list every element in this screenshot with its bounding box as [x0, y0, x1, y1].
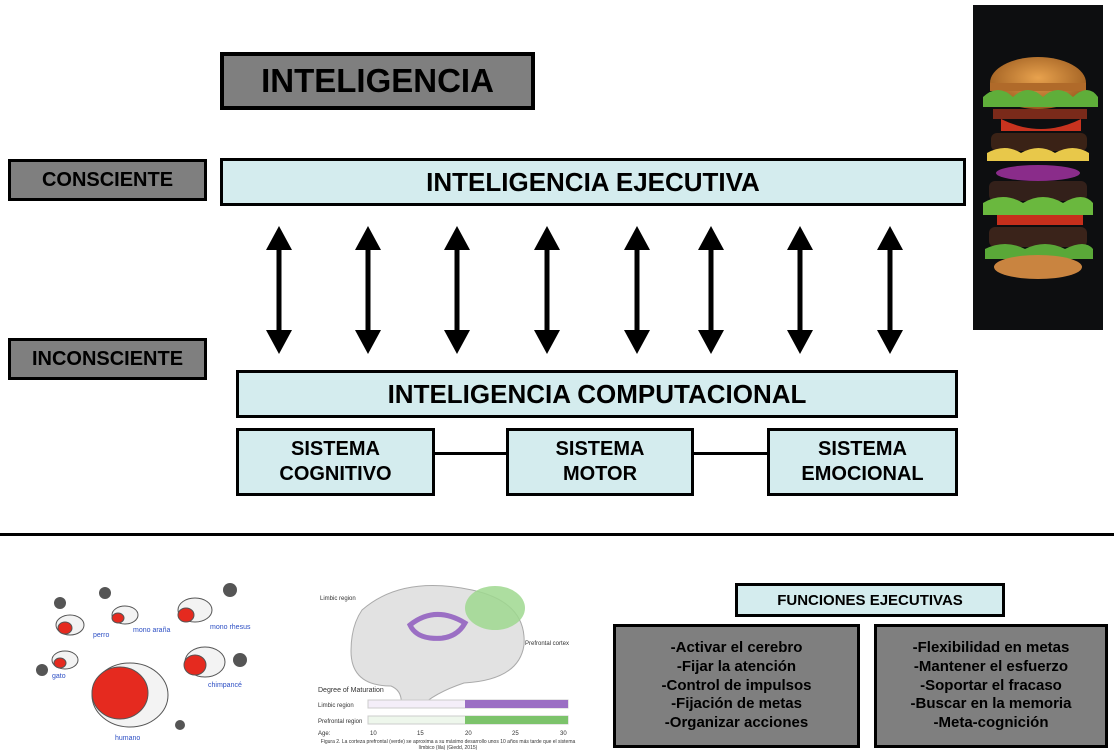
species-label: mono rhesus [210, 624, 251, 631]
function-item: -Fijar la atención [677, 658, 796, 677]
section-divider [0, 533, 1114, 536]
double-arrow [877, 226, 903, 354]
age-tick: 20 [465, 731, 472, 737]
species-label: mono araña [133, 627, 170, 634]
functions-list-left: -Activar el cerebro -Fijar la atención -… [613, 624, 860, 748]
species-label: gato [52, 673, 66, 680]
function-item: -Mantener el esfuerzo [914, 658, 1068, 677]
connector-line [694, 452, 767, 455]
double-arrow [534, 226, 560, 354]
double-arrow [444, 226, 470, 354]
limbic-region-label: Limbic region [320, 596, 356, 602]
function-item: -Fijación de metas [671, 695, 802, 714]
double-arrow [355, 226, 381, 354]
function-item: -Activar el cerebro [671, 639, 803, 658]
age-tick: 10 [370, 731, 377, 737]
prefrontal-bar-label: Prefrontal region [318, 719, 362, 725]
age-tick: 25 [512, 731, 519, 737]
species-label: chimpancé [208, 682, 242, 689]
limbic-bar-label: Limbic region [318, 703, 354, 709]
brain-figure-caption: Figura 2. La corteza prefrontal (verde) … [318, 739, 578, 751]
double-arrow [266, 226, 292, 354]
age-tick: 30 [560, 731, 567, 737]
function-item: -Meta-cognición [934, 714, 1049, 733]
double-arrow [624, 226, 650, 354]
age-tick: 15 [417, 731, 424, 737]
emotional-system-box: SISTEMA EMOCIONAL [767, 428, 958, 496]
function-item: -Control de impulsos [662, 677, 812, 696]
species-label: humano [115, 735, 140, 742]
functions-list-right: -Flexibilidad en metas -Mantener el esfu… [874, 624, 1108, 748]
double-arrow [787, 226, 813, 354]
maturation-label: Degree of Maturation [318, 687, 384, 694]
burger-photo [973, 5, 1103, 330]
function-item: -Buscar en la memoria [911, 695, 1072, 714]
function-item: -Soportar el fracaso [920, 677, 1062, 696]
double-arrow [698, 226, 724, 354]
prefrontal-cortex-label: Prefrontal cortex [525, 641, 569, 647]
cognitive-system-box: SISTEMA COGNITIVO [236, 428, 435, 496]
connector-line [435, 452, 506, 455]
burger-illustration [973, 5, 1103, 330]
species-brains-figure: perro mono araña mono rhesus gato chimpa… [30, 575, 270, 750]
brain-maturation-figure: Limbic region Prefrontal cortex Degree o… [300, 570, 590, 750]
age-label: Age: [318, 731, 331, 737]
species-label: perro [93, 632, 109, 639]
motor-system-box: SISTEMA MOTOR [506, 428, 694, 496]
function-item: -Organizar acciones [665, 714, 808, 733]
function-item: -Flexibilidad en metas [913, 639, 1070, 658]
executive-functions-title: FUNCIONES EJECUTIVAS [735, 583, 1005, 617]
